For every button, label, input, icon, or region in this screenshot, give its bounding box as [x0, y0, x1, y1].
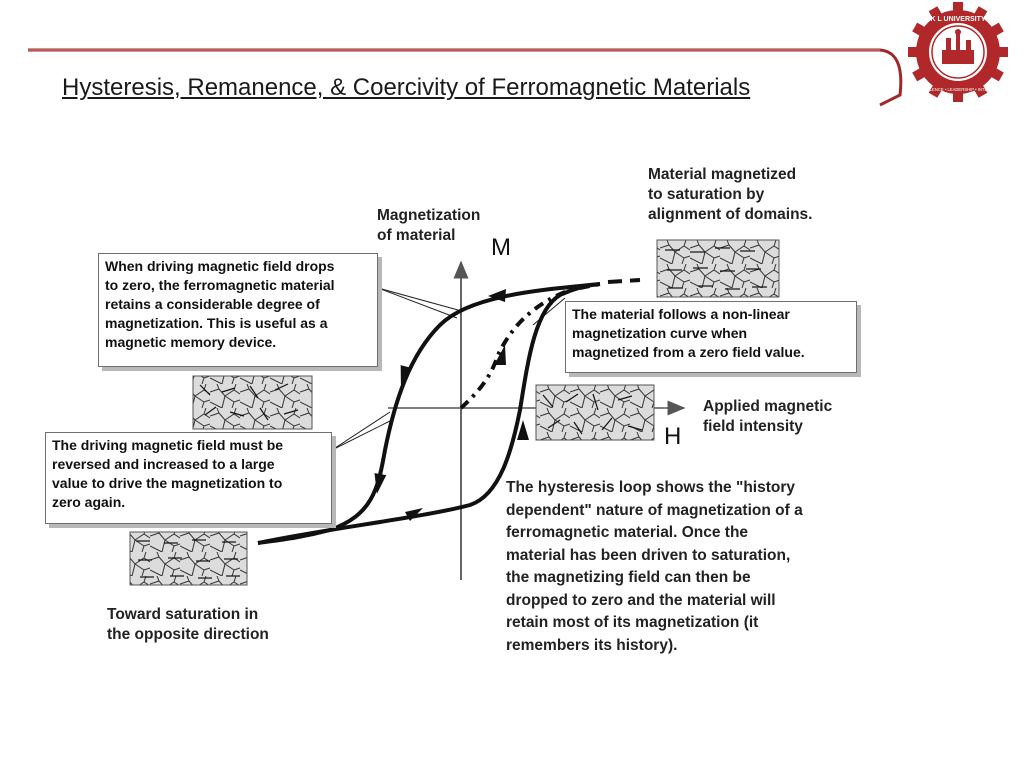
callout-remanence-line: When driving magnetic field drops — [105, 258, 335, 274]
domain-zero-magnetization-image — [535, 384, 655, 441]
arrow-bottom-icon — [405, 508, 423, 521]
logo-ring-text: EXCELLENCE • LEADERSHIP • INTEGRITY — [916, 87, 1000, 92]
arrow-left-down-icon — [400, 365, 413, 387]
leader-remanence-2 — [377, 287, 458, 319]
domain-saturated-image — [656, 239, 780, 298]
callout-nonlinear-line: magnetization curve when — [572, 325, 748, 341]
initial-magnetization-curve — [459, 282, 601, 410]
arrow-initial-icon — [494, 345, 506, 365]
history-line: the magnetizing field can then be — [506, 569, 751, 586]
callout-coercivity-line: reversed and increased to a large — [52, 456, 275, 472]
callout-nonlinear: The material follows a non-linear magnet… — [565, 301, 857, 373]
callout-coercivity-line: zero again. — [52, 494, 126, 510]
callout-nonlinear-line: magnetized from a zero field value. — [572, 344, 805, 360]
callout-remanence-line: magnetization. This is useful as a — [105, 315, 328, 331]
arrow-left-lower-icon — [374, 473, 387, 494]
arrow-right-up-icon — [517, 420, 529, 440]
domain-opposite-saturation-image — [129, 531, 248, 586]
history-line: dropped to zero and the material will — [506, 591, 776, 609]
saturation-note-line3: alignment of domains. — [648, 206, 813, 223]
y-axis-label: Magnetization of material — [377, 206, 480, 246]
callout-coercivity-line: The driving magnetic field must be — [52, 437, 284, 453]
y-axis-letter: M — [491, 234, 511, 261]
saturation-note-line1: Material magnetized — [648, 166, 797, 183]
history-line: material has been driven to saturation, — [506, 546, 791, 564]
leader-coercivity — [331, 411, 391, 451]
callout-coercivity-line: value to drive the magnetization to — [52, 475, 283, 491]
x-axis-label: Applied magnetic field intensity — [703, 397, 832, 437]
x-axis-label-line2: field intensity — [703, 418, 803, 435]
opposite-note-line2: the opposite direction — [107, 626, 269, 643]
x-axis-label-line1: Applied magnetic — [703, 398, 833, 415]
y-axis-label-line2: of material — [377, 227, 456, 244]
domain-remanent-image — [192, 375, 313, 430]
arrow-top-icon — [488, 289, 506, 302]
leader-coercivity-2 — [331, 419, 393, 451]
loop-lower-branch — [257, 282, 601, 545]
x-axis-letter: H — [664, 423, 682, 450]
history-line: The hysteresis loop shows the "history — [506, 479, 795, 496]
callout-coercivity: The driving magnetic field must be rever… — [45, 432, 332, 524]
opposite-saturation-note: Toward saturation in the opposite direct… — [107, 605, 269, 645]
callout-remanence-line: to zero, the ferromagnetic material — [105, 277, 335, 293]
history-line: ferromagnetic material. Once the — [506, 524, 749, 541]
saturation-extension — [607, 278, 641, 284]
callout-remanence-line: magnetic memory device. — [105, 334, 277, 350]
history-line: dependent" nature of magnetization of a — [506, 501, 803, 519]
logo-text: K L UNIVERSITY — [930, 16, 985, 23]
callout-remanence: When driving magnetic field drops to zer… — [98, 253, 378, 367]
callout-nonlinear-line: The material follows a non-linear — [572, 306, 790, 322]
saturation-note-line2: to saturation by — [648, 186, 765, 203]
opposite-note-line1: Toward saturation in — [107, 606, 259, 623]
history-line: retain most of its magnetization (it — [506, 614, 759, 631]
y-axis-label-line1: Magnetization — [377, 207, 481, 224]
leader-remanence — [377, 287, 459, 311]
history-line: remembers its history). — [506, 636, 678, 654]
header-accent-line — [28, 48, 903, 107]
history-explanation: The hysteresis loop shows the "history d… — [506, 477, 803, 657]
callout-remanence-line: retains a considerable degree of — [105, 296, 320, 312]
slide-title: Hysteresis, Remanence, & Coercivity of F… — [62, 74, 751, 101]
saturation-note: Material magnetized to saturation by ali… — [648, 165, 812, 225]
